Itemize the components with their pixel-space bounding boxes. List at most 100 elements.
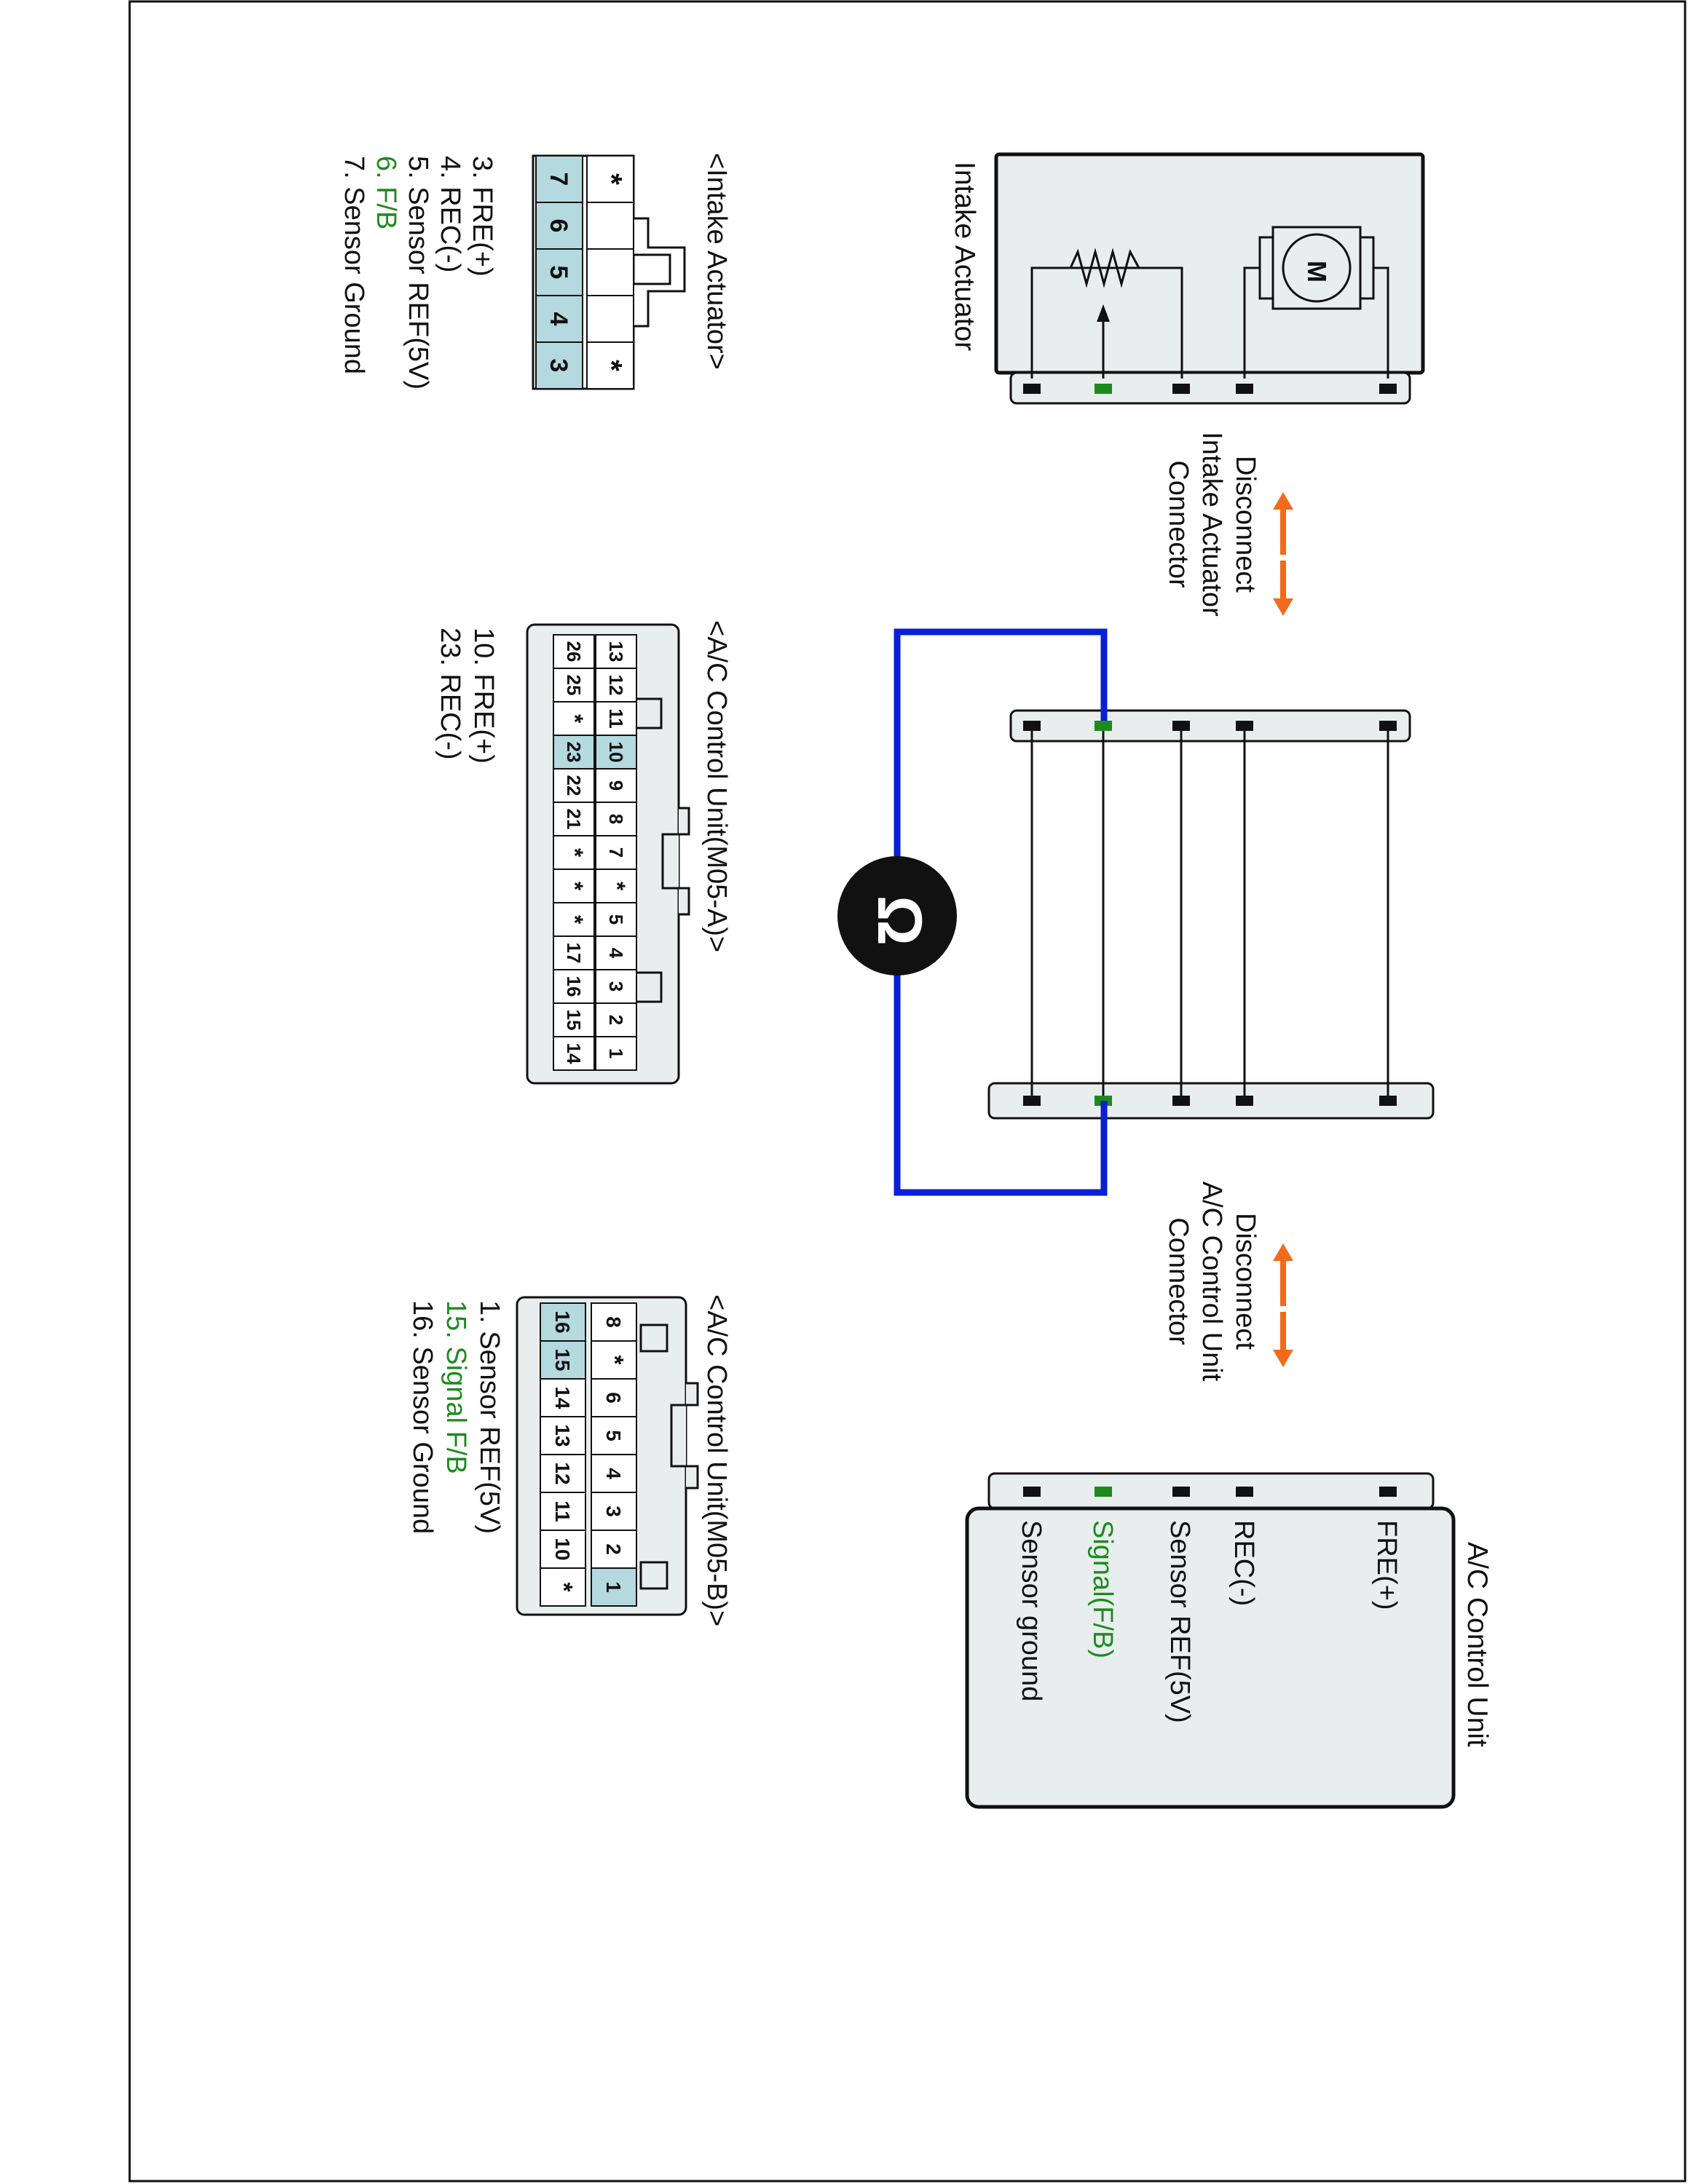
- m05a-pin-label: 26: [563, 641, 585, 662]
- intake-pin-label: 7: [545, 173, 572, 186]
- m05b-cell: [540, 1530, 586, 1569]
- intake-cell: [586, 248, 634, 296]
- m05b-pin-label: 4: [602, 1468, 625, 1479]
- intake-pin-list: 3. FRE(+) 4. REC(-) 5. Sensor REF(5V) 6.…: [339, 156, 497, 389]
- svg-text:5. Sensor REF(5V): 5. Sensor REF(5V): [403, 156, 433, 389]
- disconnect-acu-arrow: [1273, 1243, 1293, 1367]
- acu-terminal-fre: FRE(+): [1371, 1520, 1402, 1610]
- svg-text:3. FRE(+): 3. FRE(+): [467, 156, 497, 277]
- acu-terminal-signal-fb: Signal(F/B): [1087, 1520, 1118, 1658]
- m05a-pin-label: 3: [605, 981, 627, 992]
- m05a-cell: [595, 668, 637, 703]
- m05a-pin-label: 25: [563, 675, 585, 696]
- m05a-cell: [553, 701, 595, 736]
- intake-cell: [535, 341, 583, 389]
- m05a-pin-list: 10. FRE(+) 23. REC(-): [435, 628, 499, 764]
- m05a-cell: [553, 802, 595, 836]
- svg-text:Connector: Connector: [1163, 460, 1194, 588]
- svg-text:7. Sensor Ground: 7. Sensor Ground: [339, 156, 369, 374]
- disconnect-acu-label: Disconnect A/C Control Unit Connector: [1163, 1182, 1261, 1382]
- svg-text:15. Signal F/B: 15. Signal F/B: [441, 1300, 471, 1474]
- m05b-cell: [591, 1567, 637, 1607]
- m05a-pin-label: 11: [605, 708, 627, 729]
- m05b-pin-label: 2: [602, 1543, 625, 1555]
- m05a-pin-label: *: [562, 848, 588, 858]
- m05a-pin-label: 15: [563, 1010, 585, 1031]
- svg-text:M: M: [1302, 261, 1332, 282]
- m05b-cell: [540, 1302, 586, 1342]
- svg-text:Intake Actuator: Intake Actuator: [1196, 432, 1227, 617]
- m05a-cell: [553, 869, 595, 903]
- m05a-pin-label: 21: [563, 809, 585, 830]
- svg-text:10. FRE(+): 10. FRE(+): [468, 628, 499, 764]
- intake-pin-label: 3: [545, 359, 572, 373]
- m05b-pin-label: 12: [551, 1462, 574, 1484]
- svg-text:16. Sensor Ground: 16. Sensor Ground: [407, 1300, 438, 1534]
- intake-cell: [535, 248, 583, 296]
- intake-cell: [586, 202, 634, 250]
- m05b-pin-label: *: [550, 1582, 577, 1592]
- m05a-cell: [595, 1036, 637, 1071]
- m05b-pin-list: 1. Sensor REF(5V) 15. Signal F/B 16. Sen…: [407, 1300, 505, 1534]
- intake-cell: [535, 202, 583, 250]
- svg-text:6. F/B: 6. F/B: [371, 156, 401, 229]
- intake-pin-label: *: [595, 360, 628, 371]
- m05a-pin-label: 22: [563, 775, 585, 796]
- page-frame: [128, 0, 1687, 2183]
- m05b-cell: [540, 1454, 586, 1493]
- m05a-pin-label: *: [562, 714, 588, 724]
- m05b-cell: [540, 1492, 586, 1531]
- m05a-cell: [595, 1002, 637, 1037]
- m05a-pin-label: 10: [605, 742, 627, 763]
- intake-pin-label: 5: [545, 266, 572, 280]
- resistor-icon: [1069, 248, 1146, 288]
- m05b-pin-label: 13: [551, 1424, 574, 1447]
- ac-control-unit-title: A/C Control Unit: [1462, 1542, 1493, 1747]
- intake-cell: [535, 295, 583, 343]
- m05b-cell: [591, 1378, 637, 1417]
- ohmmeter-leads: [894, 628, 1108, 1196]
- acu-terminal-sensor-ref: Sensor REF(5V): [1164, 1520, 1195, 1723]
- m05a-cell: [595, 835, 637, 870]
- harness-acu-end: [987, 1082, 1435, 1120]
- m05a-pin-label: 13: [605, 641, 627, 662]
- m05b-connector-title: <A/C Control Unit(M05-B)>: [701, 1294, 732, 1626]
- intake-pin-label: *: [595, 173, 628, 185]
- m05a-pin-label: 2: [605, 1015, 627, 1025]
- acu-terminal-rec: REC(-): [1228, 1520, 1259, 1606]
- ac-control-unit-plug: [987, 1472, 1435, 1510]
- m05a-pin-label: 5: [605, 914, 627, 925]
- m05a-connector-title: <A/C Control Unit(M05-A)>: [701, 620, 732, 952]
- m05a-cell: [595, 634, 637, 669]
- m05b-pin-label: 3: [602, 1506, 625, 1517]
- ohm-icon: Ω: [837, 856, 957, 976]
- m05a-pin-label: 12: [605, 675, 627, 696]
- m05b-pin-label: *: [601, 1355, 628, 1365]
- m05a-cell: [595, 969, 637, 1004]
- m05a-pin-label: *: [562, 882, 588, 891]
- svg-text:A/C Control Unit: A/C Control Unit: [1196, 1182, 1227, 1382]
- m05a-pin-label: 9: [605, 780, 627, 791]
- m05a-pin-label: 16: [563, 976, 585, 997]
- m05b-cell: [591, 1492, 637, 1531]
- m05b-pin-label: 15: [551, 1348, 574, 1371]
- svg-text:23. REC(-): 23. REC(-): [435, 628, 465, 760]
- svg-text:1. Sensor REF(5V): 1. Sensor REF(5V): [474, 1300, 505, 1534]
- intake-pin-label: 4: [545, 312, 572, 326]
- m05b-cell: [540, 1567, 586, 1607]
- harness: [987, 709, 1435, 1120]
- wiper-arrow-icon: [1097, 304, 1110, 322]
- m05a-pin-label: 7: [605, 847, 627, 858]
- m05a-cell: [553, 768, 595, 803]
- m05b-pin-label: 10: [551, 1538, 574, 1560]
- svg-text:Ω: Ω: [864, 895, 934, 946]
- intake-actuator-title: Intake Actuator: [949, 162, 980, 351]
- m05a-cell: [553, 1036, 595, 1071]
- m05b-pin-label: 1: [602, 1581, 625, 1593]
- m05a-cell: [595, 735, 637, 769]
- m05b-cell: [540, 1340, 586, 1380]
- m05a-pin-label: 17: [563, 943, 585, 964]
